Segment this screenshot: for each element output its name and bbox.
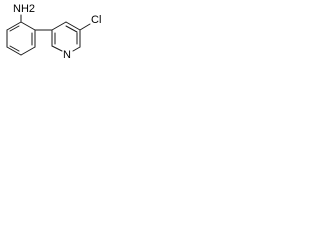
chemical-structure-diagram: NH2 N Cl	[6, 3, 101, 61]
benzene-bond	[20, 21, 36, 31]
benzene-ring	[6, 21, 36, 56]
pyridine-bond	[72, 46, 81, 52]
benzene-bond	[6, 21, 22, 31]
chlorine-label: Cl	[91, 14, 101, 26]
pyridine-bond	[65, 21, 81, 31]
benzene-double-bond	[9, 25, 20, 32]
benzene-bond	[20, 46, 36, 56]
pyridine-nitrogen-label: N	[63, 49, 71, 61]
amine-label: NH2	[13, 3, 35, 15]
pyridine-bond	[51, 45, 63, 52]
chlorine-bond	[79, 23, 91, 31]
pyridine-double-bond	[65, 25, 78, 33]
pyridine-bond	[51, 21, 67, 31]
benzene-double-bond	[9, 45, 20, 52]
pyridine-ring	[51, 21, 81, 52]
benzene-bond	[6, 46, 22, 56]
